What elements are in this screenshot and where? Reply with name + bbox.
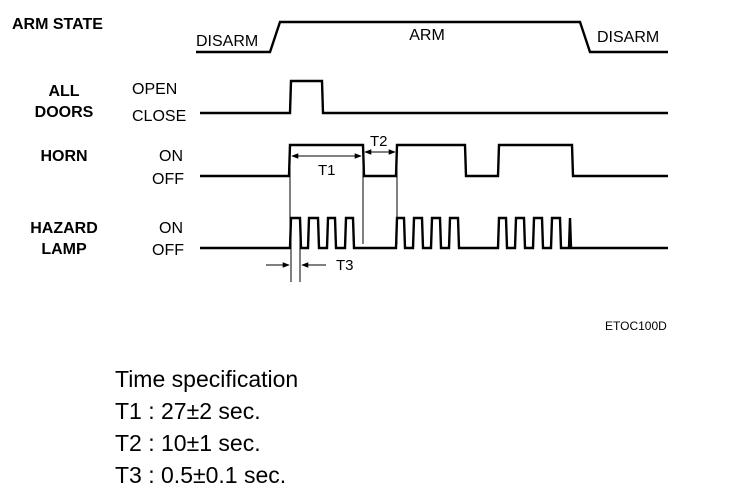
arm-state-label: ARM STATE bbox=[12, 16, 103, 33]
horn-waveform bbox=[200, 143, 668, 178]
all-doors-open-level: OPEN bbox=[132, 81, 177, 98]
hazard-off-level: OFF bbox=[152, 242, 184, 259]
horn-label: HORN bbox=[40, 148, 87, 165]
arm-state-disarm-left: DISARM bbox=[196, 33, 258, 50]
arm-state-disarm-right: DISARM bbox=[597, 29, 659, 46]
t2-mark: T2 bbox=[370, 133, 388, 150]
arm-state-arm: ARM bbox=[409, 27, 445, 44]
all-doors-close-level: CLOSE bbox=[132, 108, 186, 125]
t3-mark: T3 bbox=[336, 257, 354, 274]
arm-state-waveform bbox=[196, 20, 668, 54]
hazard-lamp-label-line1: HAZARD bbox=[30, 220, 98, 237]
horn-off-level: OFF bbox=[152, 171, 184, 188]
hazard-lamp-waveform bbox=[200, 216, 668, 250]
spec-title: Time specification bbox=[115, 366, 299, 392]
all-doors-label-line2: DOORS bbox=[35, 104, 94, 121]
all-doors-label-line1: ALL bbox=[48, 83, 79, 100]
spec-t2: T2 : 10±1 sec. bbox=[115, 430, 261, 456]
figure-code: ETOC100D bbox=[605, 319, 667, 333]
horn-on-level: ON bbox=[159, 148, 183, 165]
spec-t3: T3 : 0.5±0.1 sec. bbox=[115, 462, 287, 488]
hazard-lamp-label-line2: LAMP bbox=[41, 241, 87, 258]
all-doors-waveform bbox=[200, 79, 668, 115]
spec-t1: T1 : 27±2 sec. bbox=[115, 398, 261, 424]
t1-mark: T1 bbox=[318, 162, 336, 179]
hazard-on-level: ON bbox=[159, 220, 183, 237]
